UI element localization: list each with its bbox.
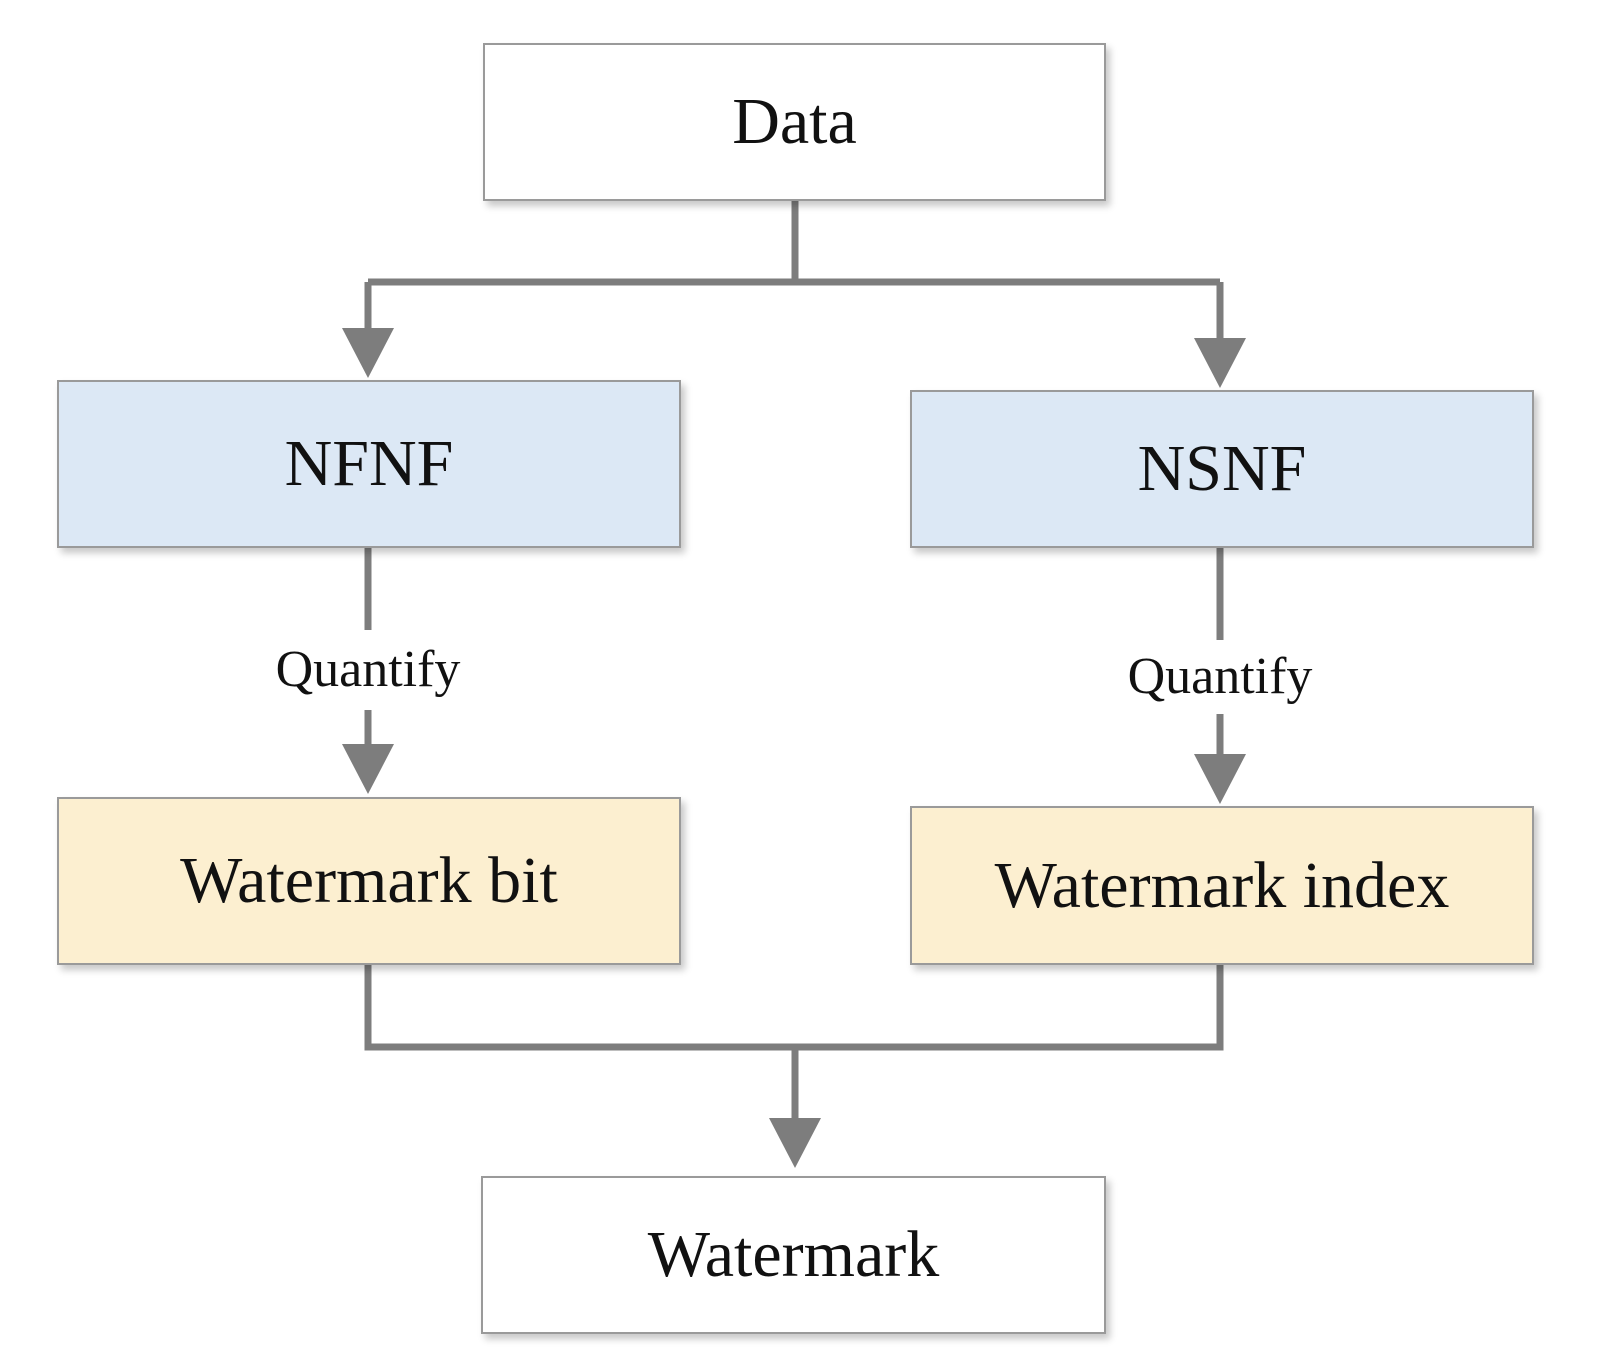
node-nfnf-label: NFNF bbox=[284, 427, 454, 500]
node-data: Data bbox=[483, 43, 1106, 201]
connector-merge bbox=[364, 962, 1224, 1051]
edge-label-left-quantify: Quantify bbox=[273, 640, 463, 700]
node-data-label: Data bbox=[732, 85, 857, 158]
edge-label-right-quantify: Quantify bbox=[1125, 647, 1315, 707]
arrowhead-nsnf bbox=[1194, 338, 1246, 388]
node-nsnf-label: NSNF bbox=[1137, 432, 1307, 505]
node-watermark-index: Watermark index bbox=[910, 806, 1534, 965]
arrowhead-nfnf bbox=[342, 328, 394, 378]
arrowhead-watermark-bit bbox=[342, 744, 394, 794]
node-nfnf: NFNF bbox=[57, 380, 681, 548]
arrowhead-watermark bbox=[769, 1118, 821, 1168]
arrowhead-watermark-index bbox=[1194, 754, 1246, 804]
node-watermark-bit-label: Watermark bit bbox=[180, 844, 558, 917]
node-watermark-label: Watermark bbox=[647, 1218, 940, 1291]
node-watermark-bit: Watermark bit bbox=[57, 797, 681, 965]
node-watermark: Watermark bbox=[481, 1176, 1106, 1334]
node-watermark-index-label: Watermark index bbox=[994, 848, 1450, 922]
node-nsnf: NSNF bbox=[910, 390, 1534, 548]
